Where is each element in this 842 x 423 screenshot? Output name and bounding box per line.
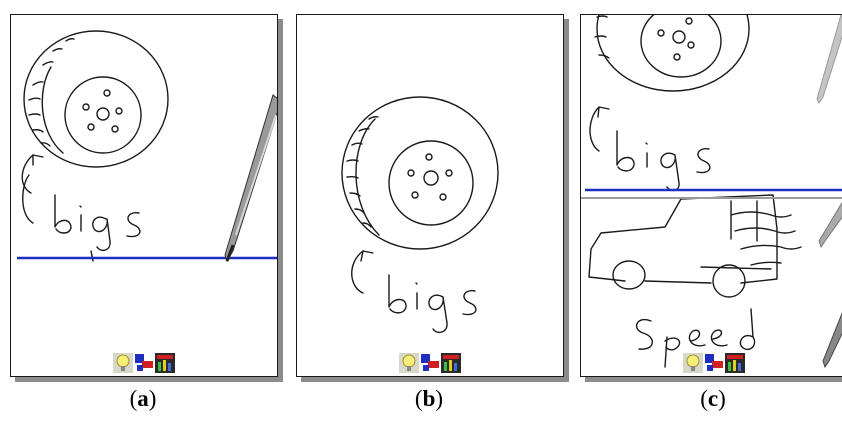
chart-bars-icon[interactable] xyxy=(155,353,175,373)
arrow-sketch xyxy=(351,250,374,294)
wheel-sketch xyxy=(594,15,750,92)
car-sketch xyxy=(588,194,802,298)
arrow-sketch xyxy=(589,106,610,152)
sketch-panel-c[interactable] xyxy=(580,14,842,377)
arrow-sketch xyxy=(21,154,44,194)
caption-letter: c xyxy=(707,386,719,411)
caption-letter: b xyxy=(422,386,436,411)
stylus-icon xyxy=(816,15,842,369)
chart-bars-icon[interactable] xyxy=(441,353,461,373)
handwritten-word xyxy=(635,308,756,368)
handwritten-word xyxy=(22,174,141,262)
ink-canvas-a[interactable] xyxy=(11,15,277,376)
color-palette-icon[interactable] xyxy=(420,353,440,373)
panel-toolbar xyxy=(683,353,745,373)
lightbulb-icon[interactable] xyxy=(113,353,133,373)
panel-toolbar xyxy=(399,353,461,373)
handwritten-word xyxy=(616,130,711,192)
wheel-sketch xyxy=(23,30,169,168)
caption-letter: a xyxy=(137,386,149,411)
panel-toolbar xyxy=(113,353,175,373)
color-palette-icon[interactable] xyxy=(704,353,724,373)
stylus-icon xyxy=(224,94,277,263)
wheel-sketch xyxy=(341,96,499,250)
ink-canvas-b xyxy=(341,96,499,334)
color-palette-icon[interactable] xyxy=(134,353,154,373)
handwritten-word xyxy=(388,274,477,334)
ink-canvas-c[interactable] xyxy=(581,15,842,376)
lightbulb-icon[interactable] xyxy=(683,353,703,373)
caption-a: (a) xyxy=(129,386,157,411)
chart-bars-icon[interactable] xyxy=(725,353,745,373)
sketch-panel-a[interactable] xyxy=(10,14,278,377)
caption-b: (b) xyxy=(414,386,444,411)
caption-c: (c) xyxy=(700,386,726,411)
sketch-panel-b[interactable] xyxy=(296,14,564,377)
lightbulb-icon[interactable] xyxy=(399,353,419,373)
